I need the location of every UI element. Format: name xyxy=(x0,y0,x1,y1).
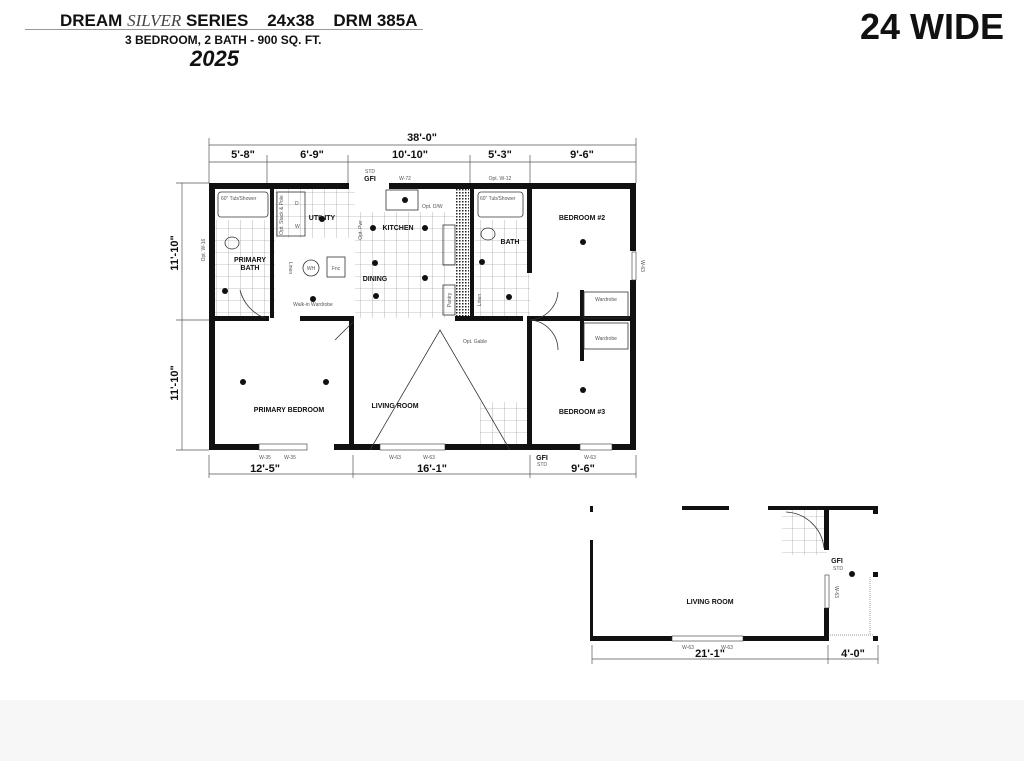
subtitle: 3 BEDROOM, 2 BATH - 900 SQ. FT. xyxy=(125,33,322,47)
alt-room-living: LIVING ROOM xyxy=(686,599,733,606)
note-std: STD xyxy=(365,169,375,175)
alt-gfi: GFI xyxy=(831,558,843,565)
top-dim: 10'-10" xyxy=(392,149,428,161)
series-suffix: SERIES xyxy=(185,11,249,30)
room-dining: DINING xyxy=(363,276,388,283)
alt-dim-width: 21'-1" xyxy=(695,648,725,660)
overall-width: 38'-0" xyxy=(407,132,437,144)
note-pantry: Pantry xyxy=(447,292,453,307)
left-dim: 11'-10" xyxy=(169,235,181,270)
note-w63b: W-63 xyxy=(423,455,435,461)
note-dryer: D xyxy=(295,201,299,207)
header-rule xyxy=(25,29,423,30)
note-washer: W xyxy=(295,224,300,230)
left-dim: 11'-10" xyxy=(169,365,181,400)
note-wh: WH xyxy=(307,266,316,272)
bottom-band xyxy=(0,700,1024,761)
walls xyxy=(209,183,636,450)
alt-w63b: W-63 xyxy=(721,645,733,651)
note-opt-stack: Opt. Stack & Pole xyxy=(279,195,285,235)
room-primary-bath-2: BATH xyxy=(241,265,260,272)
note-linen-left: Linen xyxy=(287,262,293,274)
room-bedroom-3: BEDROOM #3 xyxy=(559,409,605,416)
note-opt-dw: Opt. D/W xyxy=(422,204,443,210)
bottom-dim: 12'-5" xyxy=(250,463,280,475)
note-w72: W-72 xyxy=(399,176,411,182)
room-primary-bedroom: PRIMARY BEDROOM xyxy=(254,407,325,414)
top-dim: 5'-8" xyxy=(231,149,255,161)
alt-w63a: W-63 xyxy=(682,645,694,651)
note-tub-bath: 60" Tub/Shower xyxy=(480,196,516,202)
series-prefix: DREAM xyxy=(60,11,123,30)
note-gfi-bottom: GFI xyxy=(536,455,548,462)
year: 2025 xyxy=(190,46,239,71)
note-w35b: W-35 xyxy=(284,455,296,461)
note-linen: Linen xyxy=(477,294,483,306)
series-title: DREAM SILVER SERIES 24x38 DRM 385A xyxy=(60,11,418,31)
room-bedroom-2: BEDROOM #2 xyxy=(559,215,605,222)
room-bath: BATH xyxy=(501,239,520,246)
alt-std: STD xyxy=(833,566,843,572)
top-dim: 6'-9" xyxy=(300,149,324,161)
series-silver: SILVER xyxy=(127,11,182,30)
width-badge: 24 WIDE xyxy=(859,6,1004,47)
note-std-bottom: STD xyxy=(537,462,547,468)
room-utility: UTILITY xyxy=(309,215,336,222)
alt-plan: LIVING ROOM GFI STD W-63 W-63 W-63 21'-1… xyxy=(590,506,879,664)
note-wardrobe-2: Wardrobe xyxy=(595,336,617,342)
room-primary-bath: PRIMARY xyxy=(234,257,266,264)
note-tub-primary: 60" Tub/Shower xyxy=(221,196,257,202)
dimension-lines xyxy=(176,138,637,478)
alt-w63-side: W-63 xyxy=(833,586,839,598)
bottom-dim: 16'-1" xyxy=(417,463,447,475)
home-size: 24x38 xyxy=(267,11,315,30)
note-opt-w16: Opt. W-16 xyxy=(201,238,207,261)
note-w63c: W-63 xyxy=(584,455,596,461)
top-dim: 9'-6" xyxy=(570,149,594,161)
note-opt-pwr: Opt. Pwr xyxy=(358,220,364,240)
alt-dim-porch: 4'-0" xyxy=(841,648,865,660)
note-walkin: Walk-in Wardrobe xyxy=(293,302,333,308)
ceiling-lights xyxy=(222,197,586,393)
note-wardrobe-1: Wardrobe xyxy=(595,297,617,303)
note-opt-w12: Opt. W-12 xyxy=(489,176,512,182)
bottom-dim: 9'-6" xyxy=(571,463,595,475)
note-w63a: W-63 xyxy=(389,455,401,461)
top-dim: 5'-3" xyxy=(488,149,512,161)
main-plan: 38'-0" 5'-8" 6'-9" 10'-10" 5'-3" 9'-6" 1… xyxy=(169,132,645,478)
note-gfi: GFI xyxy=(364,176,376,183)
note-w63-right: W-63 xyxy=(639,260,645,272)
model-number: DRM 385A xyxy=(333,11,418,30)
note-w35a: W-35 xyxy=(259,455,271,461)
note-fnc: Fnc xyxy=(332,266,341,272)
note-opt-gable: Opt. Gable xyxy=(463,339,487,345)
room-living: LIVING ROOM xyxy=(371,403,418,410)
room-kitchen: KITCHEN xyxy=(382,225,413,232)
